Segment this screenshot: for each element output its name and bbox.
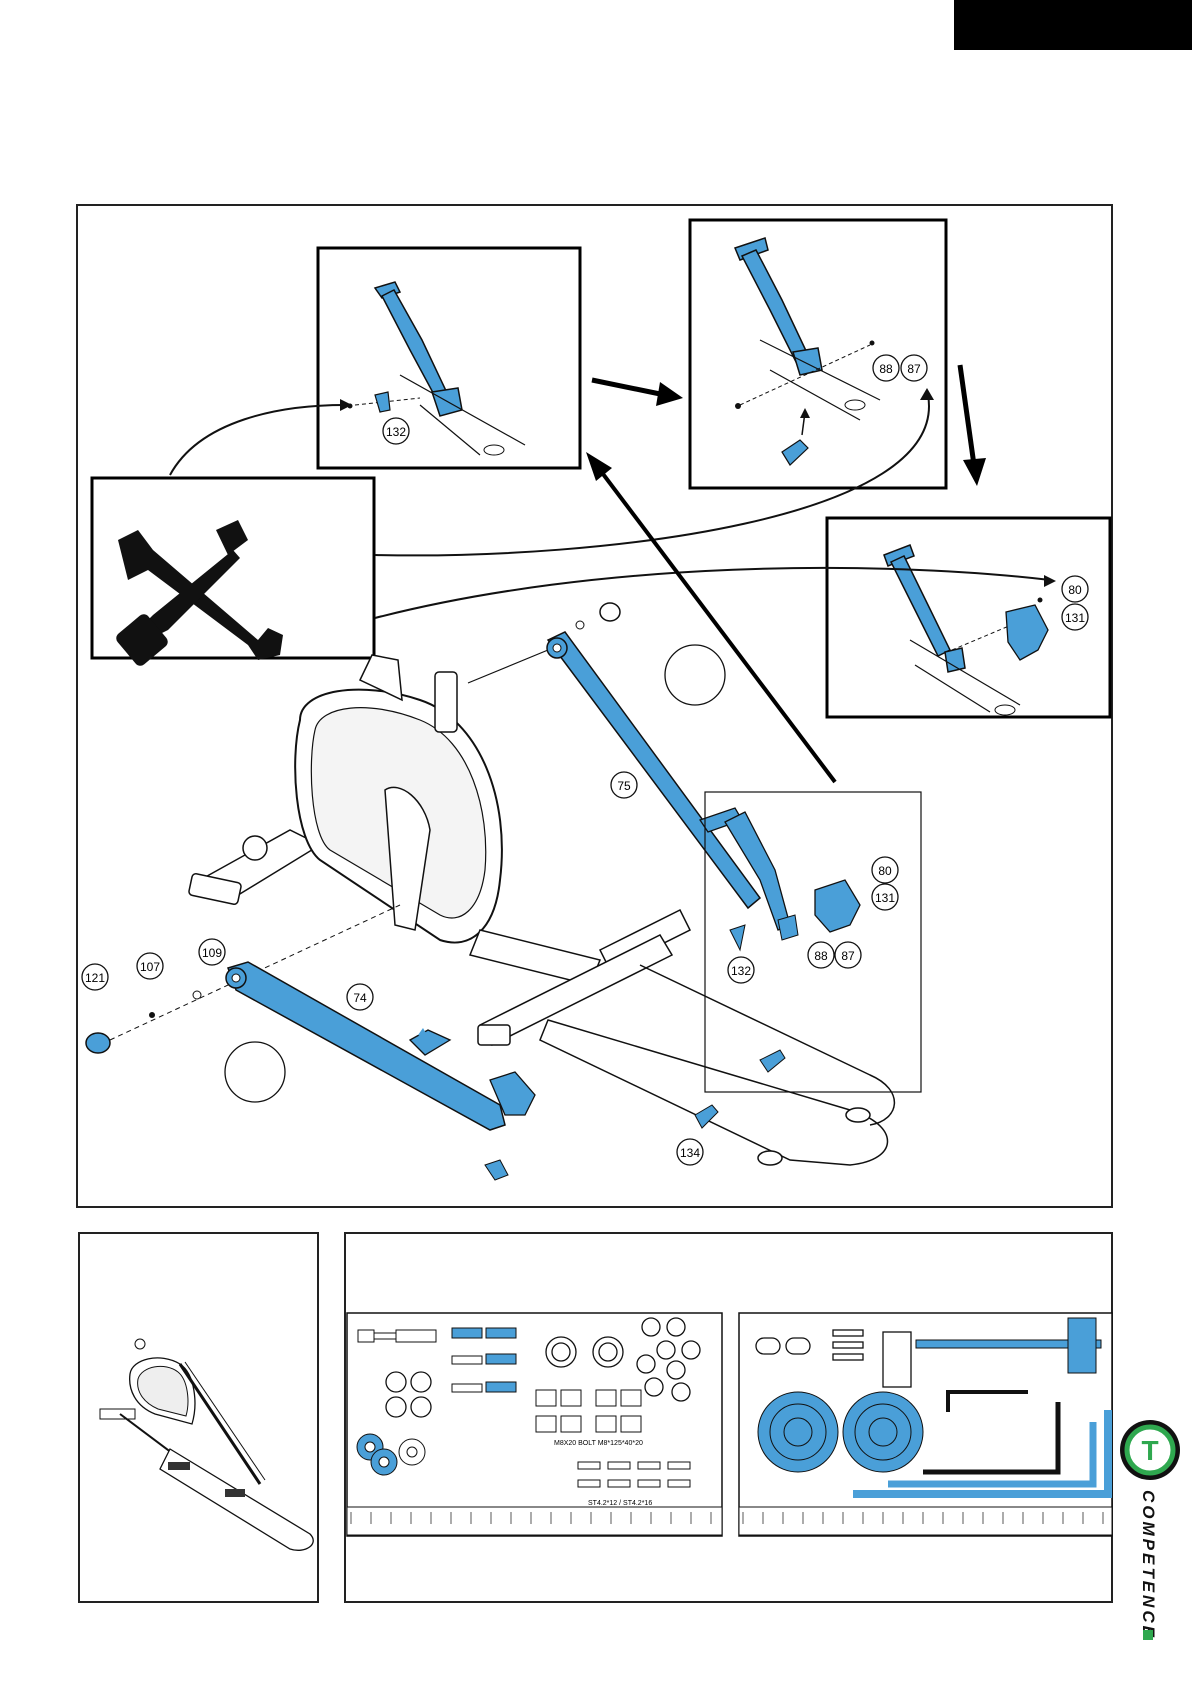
- callout-134: 134: [677, 1139, 703, 1165]
- hardware-card-right: [738, 1312, 1115, 1537]
- svg-text:ST4.2*12 / ST4.2*16: ST4.2*12 / ST4.2*16: [588, 1500, 652, 1507]
- callout-107: 107: [137, 953, 163, 979]
- competence-t-logo: T: [1118, 1418, 1182, 1482]
- svg-text:T: T: [1141, 1435, 1158, 1466]
- callout-88b: 88: [808, 942, 834, 968]
- overview-panel: [78, 1232, 319, 1603]
- svg-text:88: 88: [814, 949, 828, 963]
- svg-text:107: 107: [140, 960, 160, 974]
- svg-text:87: 87: [841, 949, 855, 963]
- svg-text:132: 132: [731, 964, 751, 978]
- svg-text:74: 74: [353, 991, 367, 1005]
- callout-121: 121: [82, 964, 108, 990]
- hardware-panel: M8X20 BOLT M8*125*40*20 ST4.2*12 / ST4.2…: [344, 1232, 1113, 1603]
- hardware-card-left: M8X20 BOLT M8*125*40*20 ST4.2*12 / ST4.2…: [346, 1312, 723, 1537]
- callout-87b: 87: [835, 942, 861, 968]
- brand-accent-square: [1143, 1630, 1153, 1640]
- svg-text:121: 121: [85, 971, 105, 985]
- svg-text:109: 109: [202, 946, 222, 960]
- callout-80b: 80: [872, 857, 898, 883]
- svg-text:75: 75: [617, 779, 631, 793]
- callout-75: 75: [611, 772, 637, 798]
- callout-74: 74: [347, 984, 373, 1010]
- brand-name: COMPETENCE: [1138, 1490, 1158, 1640]
- svg-text:134: 134: [680, 1146, 700, 1160]
- svg-text:131: 131: [875, 891, 895, 905]
- svg-text:80: 80: [878, 864, 892, 878]
- callout-131b: 131: [872, 884, 898, 910]
- callout-132b: 132: [728, 957, 754, 983]
- overview-machine-drawing: [80, 1234, 317, 1601]
- callout-109: 109: [199, 939, 225, 965]
- svg-text:M8X20 BOLT M8*125*40*20: M8X20 BOLT M8*125*40*20: [554, 1440, 643, 1447]
